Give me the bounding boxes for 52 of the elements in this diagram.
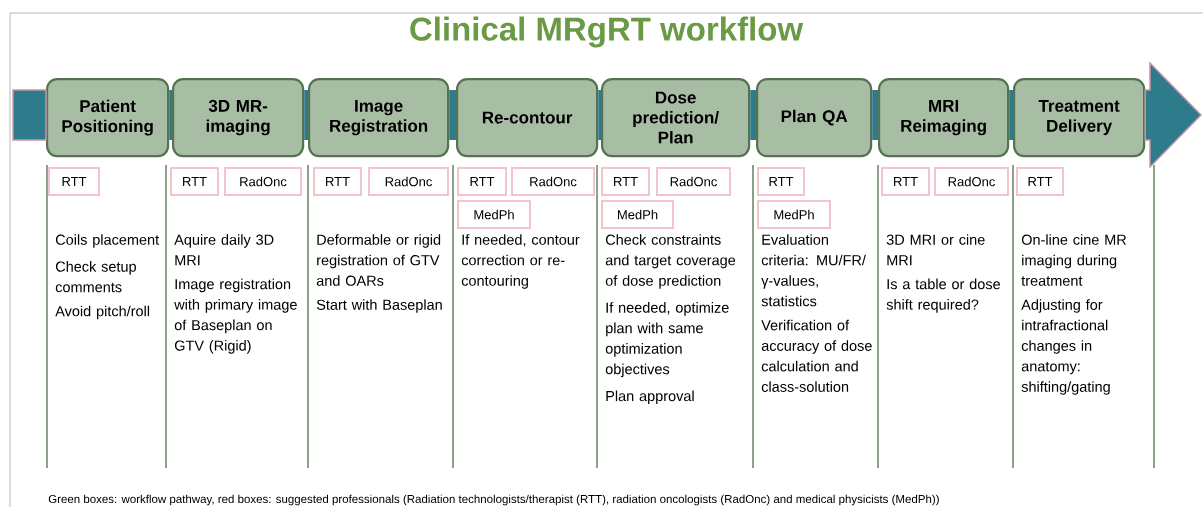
process-box: Re-contour [456, 78, 599, 158]
role-box: RTT [881, 167, 930, 196]
pathway-arrow [169, 90, 172, 140]
note-text: Image registration with primary image of Baseplan on GTV (Rigid) [174, 278, 297, 354]
pathway-arrow [449, 90, 456, 140]
role-box: RadOnc [224, 167, 302, 196]
note-text: 3D MRI or cine MRI [886, 234, 985, 266]
note-text: Check setup comments [55, 261, 136, 293]
note-text: Check constraints and target coverage of dose prediction [605, 234, 736, 289]
role-box: MedPh [757, 200, 831, 229]
process-box: 3D MR-imaging [172, 78, 305, 158]
note-text: Plan approval [606, 390, 694, 405]
pathway-arrow [1144, 61, 1203, 169]
note-text: Start with Baseplan [316, 299, 442, 313]
note-text: Is a table or dose shift required? [886, 278, 1000, 313]
role-box: RTT [601, 167, 650, 196]
pathway-arrow [872, 90, 878, 140]
title: Clinical MRgRT workflow [410, 16, 804, 48]
note-text: If needed, contour correction or re-contouring [461, 234, 580, 289]
process-box: Plan QA [756, 78, 873, 158]
process-box: MRI Reimaging [878, 78, 1010, 158]
process-box: Dose prediction/ Plan [601, 78, 751, 158]
role-box: RTT [1016, 167, 1064, 196]
note-text: If needed, optimize plan with same optimization objectives [605, 302, 729, 378]
role-box: RadOnc [934, 167, 1009, 196]
role-box: RadOnc [656, 167, 731, 196]
caption: Green boxes: workflow pathway, red boxes: suggested professionals (Radiation technologists/therapist (RTT), radiation oncologists (RadOnc) and medical physicists (MedPh)) [48, 494, 939, 506]
note-text: Verification of accuracy of dose calculation and class-solution [761, 319, 872, 392]
role-box: RTT [757, 167, 805, 196]
role-box: RadOnc [368, 167, 449, 196]
note-text: Deformable or rigid registration of GTV and OARs [316, 234, 441, 286]
note-text: Coils placement [55, 234, 160, 248]
role-box: RadOnc [511, 167, 595, 196]
note-text: Evaluation criteria: MU/FR/ γ-values, statistics [761, 234, 866, 307]
pathway-arrow [750, 90, 756, 140]
note-text: Adjusting for intrafractional changes in anatomy: shifting/gating [1021, 299, 1110, 395]
pathway-arrow [304, 90, 308, 140]
process-box: Patient Positioning [46, 78, 170, 158]
pathway-arrow [12, 89, 47, 141]
process-box: Treatment Delivery [1013, 78, 1146, 158]
role-box: RTT [170, 167, 219, 196]
role-box: RTT [457, 167, 507, 196]
role-box: RTT [48, 167, 100, 196]
process-box: Image Registration [308, 78, 450, 158]
pathway-arrow [1009, 90, 1013, 140]
note-text: Aquire daily 3D MRI [174, 234, 274, 266]
role-box: MedPh [601, 200, 674, 229]
role-box: MedPh [457, 200, 531, 229]
note-text: On-line cine MR imaging during treatment [1021, 234, 1127, 286]
role-box: RTT [313, 167, 362, 196]
pathway-arrow [598, 90, 601, 140]
note-text: Avoid pitch/roll [55, 305, 150, 320]
